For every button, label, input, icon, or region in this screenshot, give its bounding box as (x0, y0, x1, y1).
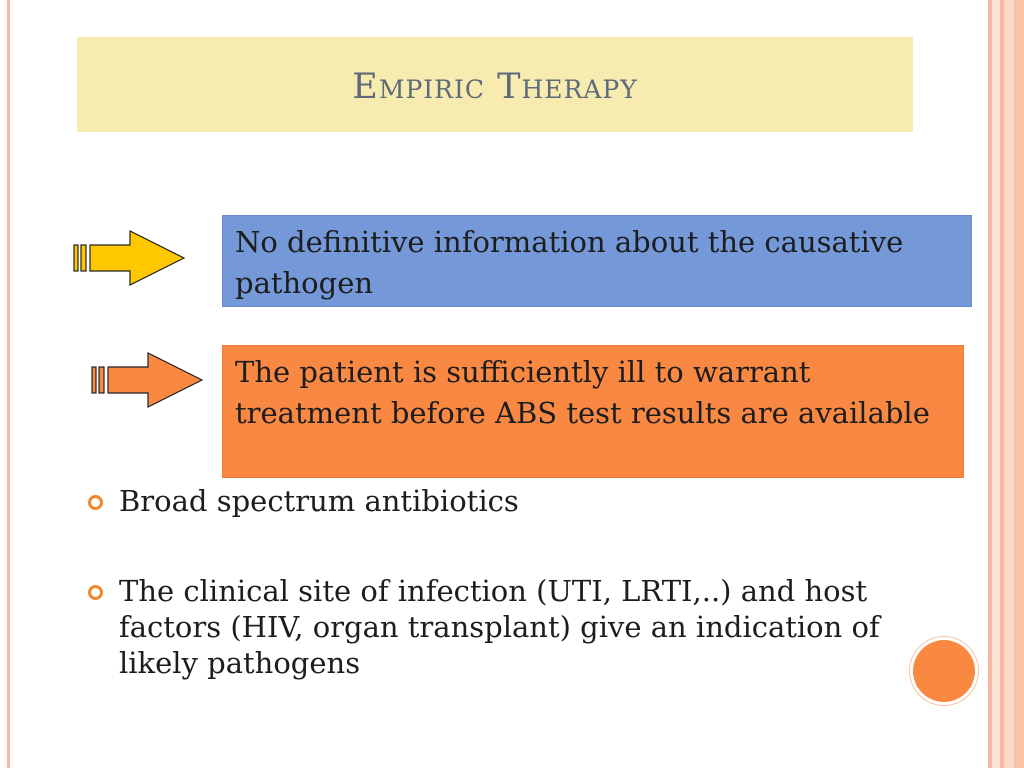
bullet-circle-icon (88, 495, 103, 510)
slide-frame-right (982, 0, 1024, 768)
callout-patient-ill: The patient is sufficiently ill to warra… (222, 345, 964, 478)
callout-text: No definitive information about the caus… (235, 225, 904, 300)
bullet-text: The clinical site of infection (UTI, LRT… (119, 574, 880, 680)
decorative-circle (913, 640, 975, 702)
bullet-item: The clinical site of infection (UTI, LRT… (88, 573, 948, 681)
yellow-right-arrow-icon (73, 230, 186, 286)
title-band: Empiric Therapy (77, 37, 913, 132)
orange-right-arrow-icon (91, 352, 204, 408)
callout-text: The patient is sufficiently ill to warra… (235, 355, 930, 430)
slide-title: Empiric Therapy (352, 67, 637, 107)
bullet-list: Broad spectrum antibiotics The clinical … (88, 483, 948, 681)
bullet-text: Broad spectrum antibiotics (119, 484, 519, 518)
slide-frame-left (7, 0, 10, 768)
callout-no-definitive-info: No definitive information about the caus… (222, 215, 972, 307)
slide-title-text: Empiric Therapy (352, 66, 638, 107)
bullet-item: Broad spectrum antibiotics (88, 483, 948, 519)
bullet-circle-icon (88, 585, 103, 600)
